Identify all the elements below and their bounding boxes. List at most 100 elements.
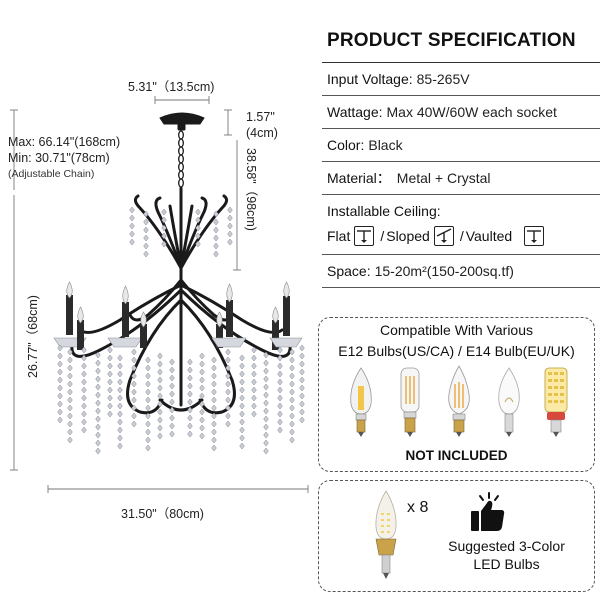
- crystal-bead: [129, 206, 135, 214]
- crystal-bead: [187, 366, 193, 374]
- chain-note-label: (Adjustable Chain): [8, 168, 95, 180]
- crystal-bead: [251, 346, 257, 354]
- crystal-bead: [239, 394, 245, 402]
- crystal-bead: [199, 432, 205, 440]
- crystal-bead: [239, 354, 245, 362]
- crystal-bead: [117, 362, 123, 370]
- crystal-bead: [117, 418, 123, 426]
- crystal-bead: [227, 206, 233, 214]
- crystal-bead: [67, 404, 73, 412]
- ceiling-key: Installable Ceiling:: [327, 203, 441, 219]
- spec-row-color: Color: Black: [322, 129, 600, 162]
- crystal-bead: [251, 354, 257, 362]
- crystal-bead: [95, 415, 101, 423]
- crystal-bead: [299, 384, 305, 392]
- crystal-bead: [67, 420, 73, 428]
- crystal-bead: [239, 410, 245, 418]
- crystal-bead: [131, 404, 137, 412]
- crystal-bead: [129, 214, 135, 222]
- crystal-bead: [161, 240, 167, 248]
- crystal-bead: [187, 398, 193, 406]
- crystal-bead: [131, 412, 137, 420]
- material-value: Metal + Crystal: [396, 170, 491, 186]
- crystal-bead: [95, 431, 101, 439]
- clear-candle-bulb-icon: [498, 367, 520, 437]
- crystal-bead: [57, 376, 63, 384]
- crystal-bead: [145, 388, 151, 396]
- crystal-bead: [143, 210, 149, 218]
- crystal-bead: [145, 356, 151, 364]
- crystal-bead: [213, 218, 219, 226]
- crystal-bead: [81, 362, 87, 370]
- crystal-bead: [145, 412, 151, 420]
- flat-ceiling-icon: [354, 226, 375, 246]
- crystal-bead: [107, 386, 113, 394]
- crystal-bead: [225, 364, 231, 372]
- crystal-bead: [95, 383, 101, 391]
- crystal-bead: [263, 399, 269, 407]
- crystal-bead: [95, 423, 101, 431]
- led-candle-bulb-icon: [375, 490, 397, 579]
- crystal-bead: [129, 230, 135, 238]
- crystal-bead: [81, 378, 87, 386]
- spec-row-voltage: Input Voltage: 85-265V: [322, 63, 600, 96]
- crystal-bead: [187, 374, 193, 382]
- sloped-ceiling-icon: [433, 226, 454, 246]
- crystal-bead: [199, 416, 205, 424]
- crystal-bead: [107, 410, 113, 418]
- crystal-bead: [117, 434, 123, 442]
- crystal-bead: [289, 428, 295, 436]
- crystal-bead: [251, 386, 257, 394]
- crystal-bead: [107, 354, 113, 362]
- crystal-bead: [187, 422, 193, 430]
- crystal-bead: [169, 430, 175, 438]
- crystal-bead: [211, 444, 217, 452]
- crystal-bead: [211, 388, 217, 396]
- crystal-bead: [67, 388, 73, 396]
- crystal-bead: [251, 362, 257, 370]
- crystal-bead: [131, 356, 137, 364]
- crystal-bead: [143, 218, 149, 226]
- compat-line-1: Compatible With Various: [379, 322, 534, 338]
- top-width-label: 5.31"（13.5cm): [128, 80, 215, 94]
- crystal-bead: [95, 407, 101, 415]
- crystal-bead: [145, 420, 151, 428]
- crystal-bead: [145, 436, 151, 444]
- crystal-bead: [263, 439, 269, 447]
- crystal-bead: [199, 376, 205, 384]
- crystal-bead: [95, 359, 101, 367]
- crystal-bead: [299, 344, 305, 352]
- crystal-bead: [117, 426, 123, 434]
- crystal-bead: [117, 402, 123, 410]
- crystal-bead: [299, 392, 305, 400]
- crystal-bead: [169, 398, 175, 406]
- crystal-bead: [145, 404, 151, 412]
- crystal-bead: [251, 402, 257, 410]
- crystal-bead: [67, 380, 73, 388]
- crystal-bead: [299, 408, 305, 416]
- crystal-bead: [277, 418, 283, 426]
- compat-line-2: E12 Bulbs(US/CA) / E14 Bulb(EU/UK): [338, 343, 575, 359]
- crystal-bead: [277, 362, 283, 370]
- crystal-bead: [67, 428, 73, 436]
- crystal-bead: [227, 238, 233, 246]
- crystal-bead: [299, 416, 305, 424]
- spec-row-wattage: Wattage: Max 40W/60W each socket: [322, 96, 600, 129]
- min-height-label: Min: 30.71"(78cm): [8, 151, 110, 165]
- crystal-bead: [211, 396, 217, 404]
- compatible-bulbs-panel: Compatible With Various E12 Bulbs(US/CA)…: [318, 317, 595, 472]
- crystal-bead: [157, 392, 163, 400]
- suggested-line-2: LED Bulbs: [473, 556, 540, 572]
- crystal-bead: [213, 250, 219, 258]
- crystal-bead: [145, 372, 151, 380]
- crystal-bead: [251, 378, 257, 386]
- crystal-bead: [263, 383, 269, 391]
- crystal-bead: [143, 250, 149, 258]
- body-height-left-label: 26.77"（68cm): [26, 295, 40, 378]
- spec-row-space: Space: 15-20m²(150-200sq.tf): [322, 255, 600, 288]
- crystal-bead: [81, 346, 87, 354]
- crystal-bead: [225, 388, 231, 396]
- ceiling-vaulted-label: Vaulted: [465, 228, 513, 244]
- crystal-bead: [161, 232, 167, 240]
- crystal-bead: [239, 434, 245, 442]
